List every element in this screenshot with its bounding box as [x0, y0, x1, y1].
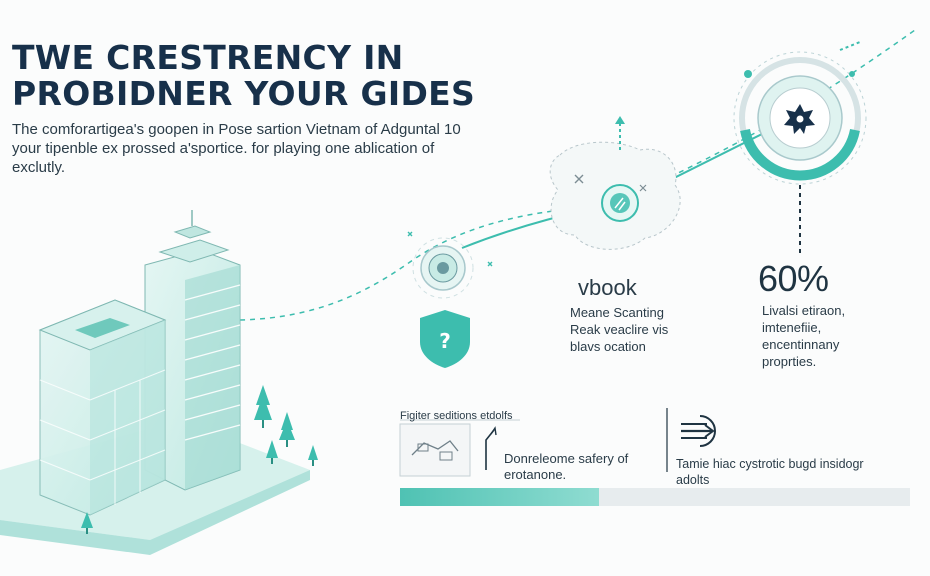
- intro-line: The comforartigea's goopen in Pose sarti…: [12, 121, 461, 138]
- route-sketch-box: [399, 419, 520, 477]
- section-description-line: erotanone.: [504, 467, 567, 482]
- chip-icon: [407, 231, 493, 299]
- progress-bar-fill: [400, 488, 599, 506]
- intro-line: exclutly.: [12, 159, 66, 176]
- section-heading: Figiter seditions etdolfs: [400, 410, 513, 422]
- brand-description-line: blavs ocation: [570, 339, 646, 354]
- stat-description: Livalsi etiraon, imtenefiie, encentinnan…: [762, 302, 845, 370]
- progress-bar: [400, 488, 910, 506]
- section-description-line: Donreleome safery of: [504, 451, 629, 466]
- question-shield-icon: ?: [420, 310, 470, 368]
- intro-paragraph: The comforartigea's goopen in Pose sarti…: [12, 120, 482, 177]
- stat-description-line: Livalsi etiraon,: [762, 303, 846, 318]
- stat-description-line: proprties.: [762, 354, 817, 369]
- arrow-right-icon: [666, 408, 716, 472]
- feature-description: Tamie hiac cystrotic bugd insidogr adolt…: [676, 456, 864, 488]
- map-icon: [549, 116, 681, 250]
- brand-name: vbook: [578, 275, 637, 300]
- stat-description-line: imtenefiie,: [762, 320, 822, 335]
- section-description: Donreleome safery of erotanone.: [504, 451, 628, 483]
- stat-description-line: encentinnany: [762, 337, 840, 352]
- brand-description-line: Reak veaclire vis: [570, 322, 669, 337]
- feature-description-line: adolts: [676, 473, 710, 487]
- brand-description-line: Meane Scanting: [570, 305, 664, 320]
- building-icon: [0, 210, 310, 555]
- stat-value: 60%: [758, 258, 829, 299]
- title-line: TWE CRESTRENCY IN: [12, 38, 404, 77]
- title-line: PROBIDNER YOUR GIDES: [12, 74, 476, 113]
- intro-line: your tipenble ex prossed a'sportice. for…: [12, 140, 435, 157]
- gear-icon: [733, 41, 867, 255]
- svg-text:?: ?: [439, 329, 451, 353]
- feature-description-line: Tamie hiac cystrotic bugd insidogr: [676, 457, 864, 471]
- fingerprint-icon: [601, 184, 639, 222]
- page-title: TWE CRESTRENCY IN PROBIDNER YOUR GIDES: [12, 40, 482, 112]
- tree-icon: [81, 385, 318, 534]
- brand-description: Meane Scanting Reak veaclire vis blavs o…: [570, 304, 668, 355]
